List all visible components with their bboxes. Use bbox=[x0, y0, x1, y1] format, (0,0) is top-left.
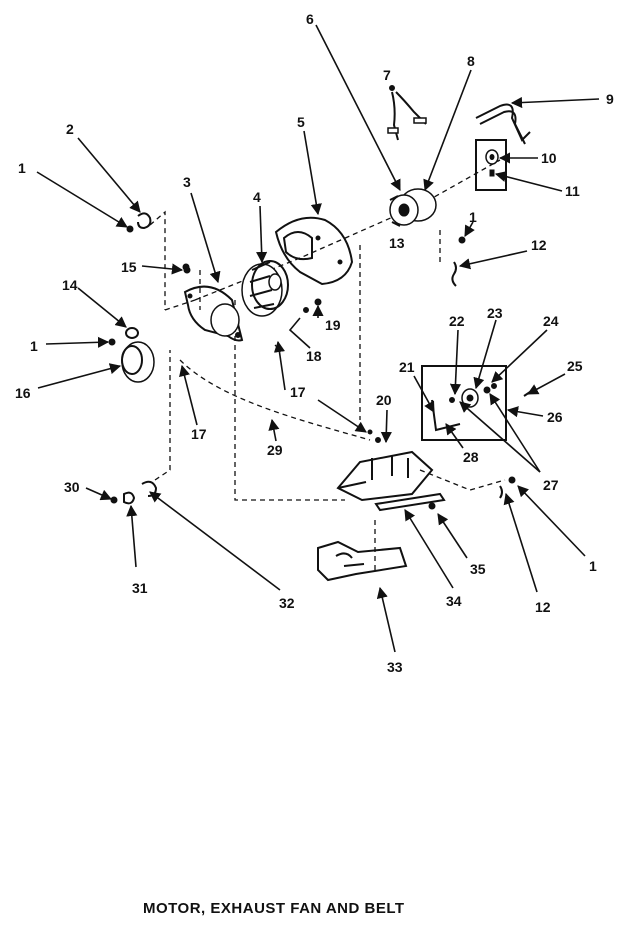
callout-16: 16 bbox=[15, 385, 31, 401]
part-33-base-plate bbox=[317, 540, 408, 582]
callout-7: 7 bbox=[383, 67, 391, 83]
callout-4: 4 bbox=[253, 189, 261, 205]
part-9-belt bbox=[475, 103, 531, 145]
callout-3: 3 bbox=[183, 174, 191, 190]
callout-1d: 1 bbox=[589, 558, 597, 574]
callout-22: 22 bbox=[449, 313, 465, 329]
callout-32: 32 bbox=[279, 595, 295, 611]
callout-1b: 1 bbox=[30, 338, 38, 354]
callout-11: 11 bbox=[565, 183, 580, 199]
callout-labels: 1 2 3 4 5 6 7 8 9 10 11 12 13 14 15 16 1… bbox=[15, 11, 614, 675]
callout-6: 6 bbox=[306, 11, 314, 27]
callout-12b: 12 bbox=[535, 599, 551, 615]
callout-30: 30 bbox=[64, 479, 80, 495]
callout-25: 25 bbox=[567, 358, 583, 374]
callout-15: 15 bbox=[121, 259, 137, 275]
callout-23: 23 bbox=[487, 305, 503, 321]
part-35-screw bbox=[428, 502, 436, 510]
callout-17b: 17 bbox=[290, 384, 306, 400]
part-7-wire-harness bbox=[387, 85, 427, 141]
callout-8: 8 bbox=[467, 53, 475, 69]
part-2-clip bbox=[137, 212, 152, 230]
diagram-title: MOTOR, EXHAUST FAN AND BELT bbox=[143, 900, 405, 917]
callout-18: 18 bbox=[306, 348, 322, 364]
callout-29: 29 bbox=[267, 442, 283, 458]
callout-31: 31 bbox=[132, 580, 148, 596]
callout-13: 13 bbox=[389, 235, 405, 251]
callout-24: 24 bbox=[543, 313, 559, 329]
callout-1: 1 bbox=[18, 160, 26, 176]
callout-2: 2 bbox=[66, 121, 74, 137]
leader-lines bbox=[36, 24, 600, 653]
part-1-screw-a bbox=[126, 225, 134, 233]
part-12-spring-b bbox=[499, 485, 503, 499]
callout-33: 33 bbox=[387, 659, 403, 675]
part-3-blower-housing bbox=[183, 266, 244, 342]
part-8-motor-end bbox=[389, 188, 437, 227]
part-34-motor-mount bbox=[336, 429, 446, 512]
part-26-idler-assembly bbox=[421, 365, 531, 441]
callout-27: 27 bbox=[543, 477, 559, 493]
callout-14: 14 bbox=[62, 277, 78, 293]
callout-28: 28 bbox=[463, 449, 479, 465]
callout-1c: 1 bbox=[469, 209, 477, 225]
callout-26: 26 bbox=[547, 409, 563, 425]
part-1-screw-c bbox=[508, 476, 516, 484]
callout-34: 34 bbox=[446, 593, 462, 609]
callout-20: 20 bbox=[376, 392, 392, 408]
callout-10: 10 bbox=[541, 150, 557, 166]
callout-9: 9 bbox=[606, 91, 614, 107]
part-1-screw-b bbox=[458, 236, 466, 244]
callout-17a: 17 bbox=[191, 426, 207, 442]
part-12-spring-a bbox=[451, 261, 457, 287]
part-5-fan-housing bbox=[274, 216, 354, 313]
part-30-31-32-clips bbox=[110, 480, 158, 505]
callout-5: 5 bbox=[297, 114, 305, 130]
part-10-11-box bbox=[475, 139, 507, 191]
callout-21: 21 bbox=[399, 359, 415, 375]
callout-19: 19 bbox=[325, 317, 341, 333]
callout-35: 35 bbox=[470, 561, 486, 577]
callout-12: 12 bbox=[531, 237, 547, 253]
part-4-fan-wheel bbox=[241, 260, 289, 317]
